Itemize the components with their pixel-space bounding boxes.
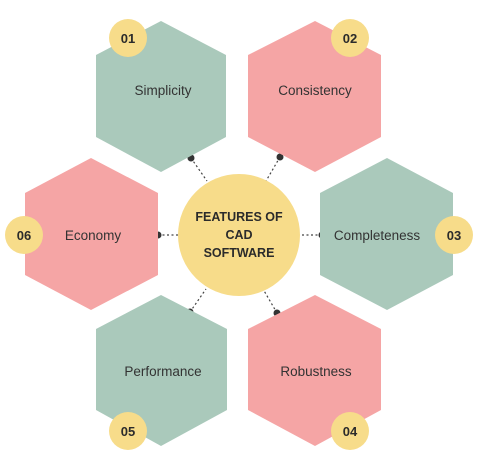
center-title-line-2: CAD: [225, 228, 252, 242]
number-badge-03: 03: [435, 216, 473, 254]
badge-circle: [331, 412, 369, 450]
number-badge-05: 05: [109, 412, 147, 450]
feature-label: Simplicity: [134, 83, 191, 98]
number-badge-06: 06: [5, 216, 43, 254]
badge-number: 02: [343, 31, 357, 46]
badge-number: 01: [121, 31, 135, 46]
connector-01: [190, 157, 208, 182]
center-title-line-1: FEATURES OF: [195, 210, 283, 224]
hexagon-shape: [248, 295, 381, 446]
badge-number: 03: [447, 228, 461, 243]
feature-hexagon-performance: Performance: [96, 295, 227, 446]
badge-circle: [435, 216, 473, 254]
hexagon-shape: [248, 21, 381, 172]
badge-number: 05: [121, 424, 135, 439]
badge-circle: [5, 216, 43, 254]
feature-label: Economy: [65, 228, 122, 243]
feature-hexagon-simplicity: Simplicity: [96, 21, 226, 172]
feature-hexagon-economy: Economy: [25, 158, 158, 310]
badge-circle: [109, 412, 147, 450]
center-circle: FEATURES OF CAD SOFTWARE: [178, 174, 300, 296]
feature-hexagon-robustness: Robustness: [248, 295, 381, 446]
number-badge-04: 04: [331, 412, 369, 450]
connector-04: [262, 288, 278, 314]
number-badge-02: 02: [331, 19, 369, 57]
feature-hexagon-consistency: Consistency: [248, 21, 381, 172]
feature-hexagon-completeness: Completeness: [320, 158, 453, 310]
center-circle-shape: [178, 174, 300, 296]
hexagon-shape: [96, 295, 227, 446]
badge-number: 04: [343, 424, 358, 439]
badge-number: 06: [17, 228, 31, 243]
hexagon-shape: [25, 158, 158, 310]
hexagon-shape: [96, 21, 226, 172]
feature-label: Performance: [124, 364, 201, 379]
connector-dot-02: [276, 153, 284, 161]
feature-label: Robustness: [280, 364, 352, 379]
connector-02: [265, 156, 281, 182]
number-badge-01: 01: [109, 19, 147, 57]
connector-05: [189, 288, 207, 313]
badge-circle: [109, 19, 147, 57]
hexagon-shape: [320, 158, 453, 310]
feature-label: Completeness: [334, 228, 421, 243]
feature-label: Consistency: [278, 83, 352, 98]
badge-circle: [331, 19, 369, 57]
center-title-line-3: SOFTWARE: [204, 246, 275, 260]
